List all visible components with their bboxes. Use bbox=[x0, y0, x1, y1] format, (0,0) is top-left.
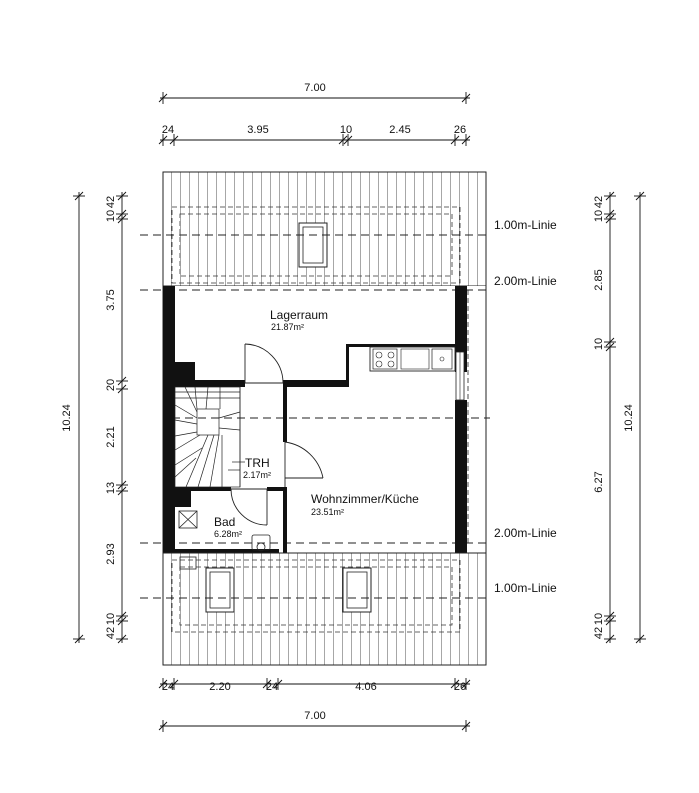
dim-bottom-part-1: 24 bbox=[162, 681, 174, 693]
room-area-wohnen: 23.51m² bbox=[311, 507, 344, 517]
dim-top-part-4: 2.45 bbox=[389, 124, 410, 136]
skylight-bottom-left bbox=[205, 567, 235, 613]
kitchen-counter bbox=[369, 346, 456, 372]
walls bbox=[163, 286, 467, 553]
dim-top-part-2: 3.95 bbox=[247, 124, 268, 136]
dim-bottom-part-4: 4.06 bbox=[355, 681, 376, 693]
roof-dashed-outline bbox=[171, 206, 461, 633]
room-name-trh: TRH bbox=[245, 456, 270, 470]
dim-right-part-2: 10 bbox=[593, 210, 605, 222]
dim-right-part-7: 42 bbox=[593, 627, 605, 639]
dim-right-part-5: 6.27 bbox=[593, 471, 605, 492]
dim-bottom-total: 7.00 bbox=[304, 710, 325, 722]
dimension-lines bbox=[73, 92, 646, 732]
room-area-bad: 6.28m² bbox=[214, 529, 242, 539]
dim-left-part-4: 20 bbox=[105, 379, 117, 391]
dim-left-part-5: 2.21 bbox=[105, 426, 117, 447]
dim-left-total: 10.24 bbox=[61, 404, 73, 432]
dim-bottom-part-2: 2.20 bbox=[209, 681, 230, 693]
dim-bottom-part-3: 24 bbox=[266, 681, 278, 693]
bath-fixtures bbox=[178, 510, 271, 570]
dim-right-total: 10.24 bbox=[623, 404, 635, 432]
line-label-lower-2m: 2.00m-Linie bbox=[494, 526, 557, 540]
room-area-trh: 2.17m² bbox=[243, 470, 271, 480]
room-name-bad: Bad bbox=[214, 515, 235, 529]
dim-bottom-part-5: 26 bbox=[454, 681, 466, 693]
dim-right-part-1: 42 bbox=[593, 196, 605, 208]
dim-top-part-1: 24 bbox=[162, 124, 174, 136]
height-lines bbox=[140, 234, 490, 599]
dim-left-part-1: 42 bbox=[105, 196, 117, 208]
line-label-lower-1m: 1.00m-Linie bbox=[494, 581, 557, 595]
dim-right-part-3: 2.85 bbox=[593, 269, 605, 290]
dim-left-part-9: 42 bbox=[105, 627, 117, 639]
room-area-lagerraum: 21.87m² bbox=[271, 322, 304, 332]
staircase bbox=[174, 386, 245, 488]
line-label-upper-2m: 2.00m-Linie bbox=[494, 274, 557, 288]
skylight-bottom-right bbox=[342, 567, 372, 613]
dim-left-part-3: 3.75 bbox=[105, 289, 117, 310]
room-name-wohnen: Wohnzimmer/Küche bbox=[311, 492, 419, 506]
dim-left-part-8: 10 bbox=[105, 613, 117, 625]
dim-top-total: 7.00 bbox=[304, 82, 325, 94]
dim-left-part-6: 13 bbox=[105, 482, 117, 494]
dim-right-part-6: 10 bbox=[593, 613, 605, 625]
dim-left-part-2: 10 bbox=[105, 210, 117, 222]
dim-top-part-5: 26 bbox=[454, 124, 466, 136]
line-label-upper-1m: 1.00m-Linie bbox=[494, 218, 557, 232]
door-bad bbox=[230, 488, 268, 526]
room-name-lagerraum: Lagerraum bbox=[270, 308, 328, 322]
door-wohnen bbox=[284, 441, 324, 487]
skylight-top bbox=[298, 222, 328, 268]
door-lager bbox=[244, 343, 284, 384]
dim-left-part-7: 2.93 bbox=[105, 543, 117, 564]
dim-right-part-4: 10 bbox=[593, 338, 605, 350]
dim-top-part-3: 10 bbox=[340, 124, 352, 136]
